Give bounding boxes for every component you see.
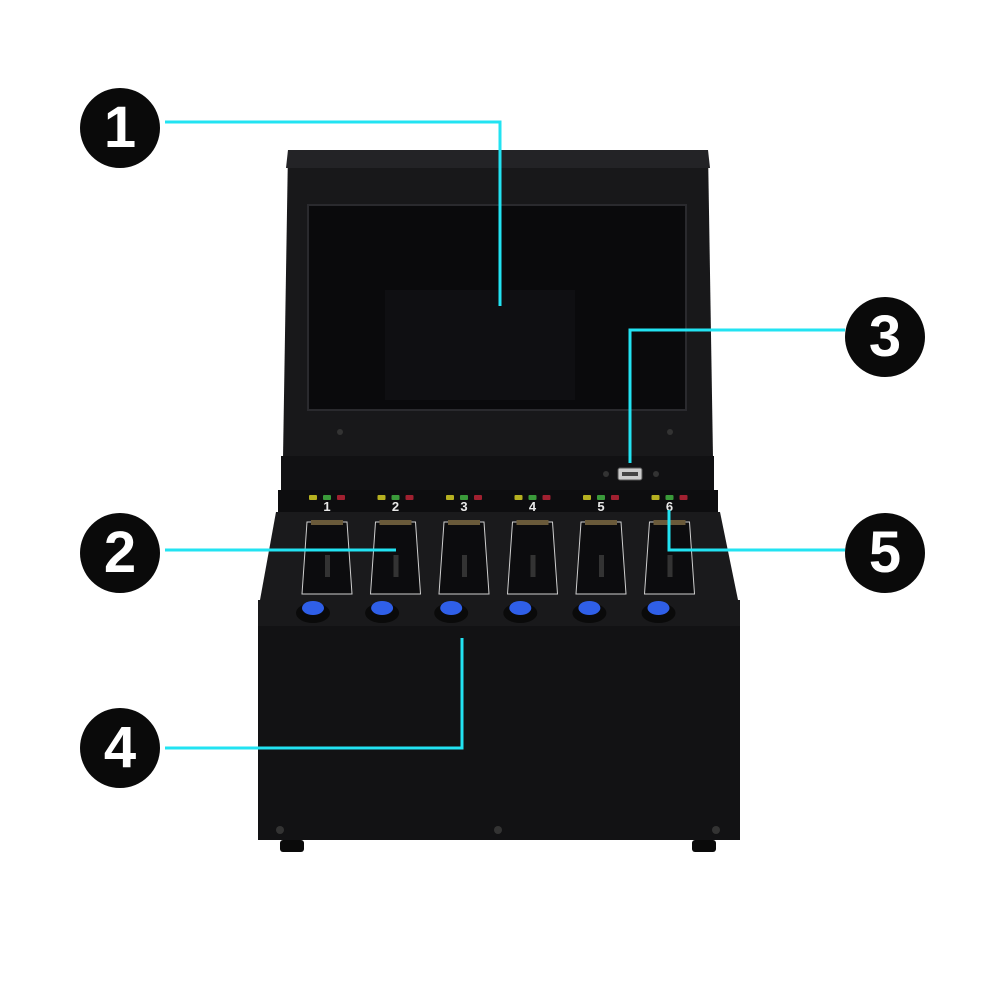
status-led — [679, 495, 688, 500]
tray-latch — [393, 555, 399, 577]
drive-slot-4[interactable]: 4 — [503, 495, 559, 623]
slot-button[interactable] — [578, 601, 601, 615]
slot-number: 1 — [323, 499, 330, 514]
screw-icon — [603, 471, 609, 477]
drive-slot-1[interactable]: 1 — [296, 495, 353, 623]
screw-icon — [494, 826, 502, 834]
callout-line-4 — [165, 638, 464, 750]
status-led — [309, 495, 317, 500]
foot — [280, 840, 304, 852]
drive-slot-3[interactable]: 3 — [434, 495, 490, 623]
callout-marker-2: 2 — [80, 513, 160, 593]
tray-latch — [599, 555, 604, 577]
slot-number: 6 — [666, 499, 673, 514]
screw-icon — [667, 429, 673, 435]
status-led — [542, 495, 551, 500]
callout-line-1 — [165, 120, 502, 306]
status-led — [651, 495, 660, 500]
status-led — [597, 495, 605, 500]
slot-number: 5 — [597, 499, 604, 514]
screw-icon — [712, 826, 720, 834]
slot-number: 2 — [392, 499, 399, 514]
status-led — [337, 495, 345, 500]
callout-line-3 — [628, 328, 845, 463]
tray-latch — [530, 555, 536, 577]
status-led — [514, 495, 523, 500]
status-led — [405, 495, 414, 500]
base-enclosure — [258, 600, 740, 840]
led-strip — [278, 490, 718, 512]
callout-line-5 — [667, 510, 845, 552]
status-led — [391, 495, 400, 500]
slot-button[interactable] — [440, 601, 463, 615]
foot — [692, 840, 716, 852]
status-led — [665, 495, 674, 500]
tray-latch — [325, 555, 330, 577]
screen-housing-top — [286, 150, 710, 168]
slot-button[interactable] — [302, 601, 324, 615]
status-led — [611, 495, 619, 500]
callout-marker-5: 5 — [845, 513, 925, 593]
status-led — [583, 495, 591, 500]
slot-number: 4 — [529, 499, 537, 514]
screw-icon — [337, 429, 343, 435]
connector — [585, 520, 617, 525]
screw-icon — [276, 826, 284, 834]
slot-button[interactable] — [647, 601, 670, 615]
control-bar — [281, 456, 714, 490]
screen-reflection — [385, 290, 575, 400]
usb-port-inner — [622, 472, 638, 476]
tray-latch — [667, 555, 673, 577]
connector — [311, 520, 343, 525]
connector — [379, 520, 412, 525]
callout-marker-3: 3 — [845, 297, 925, 377]
tray-latch — [462, 555, 467, 577]
callout-marker-1: 1 — [80, 88, 160, 168]
connector — [516, 520, 549, 525]
drive-slot-2[interactable]: 2 — [365, 495, 422, 623]
status-led — [323, 495, 331, 500]
slot-number: 3 — [460, 499, 467, 514]
status-led — [528, 495, 537, 500]
status-led — [446, 495, 454, 500]
screw-icon — [653, 471, 659, 477]
slot-button[interactable] — [509, 601, 532, 615]
callout-marker-4: 4 — [80, 708, 160, 788]
drive-slot-5[interactable]: 5 — [572, 495, 627, 623]
status-led — [377, 495, 386, 500]
status-led — [460, 495, 468, 500]
connector — [448, 520, 480, 525]
status-led — [474, 495, 482, 500]
slot-button[interactable] — [371, 601, 394, 615]
